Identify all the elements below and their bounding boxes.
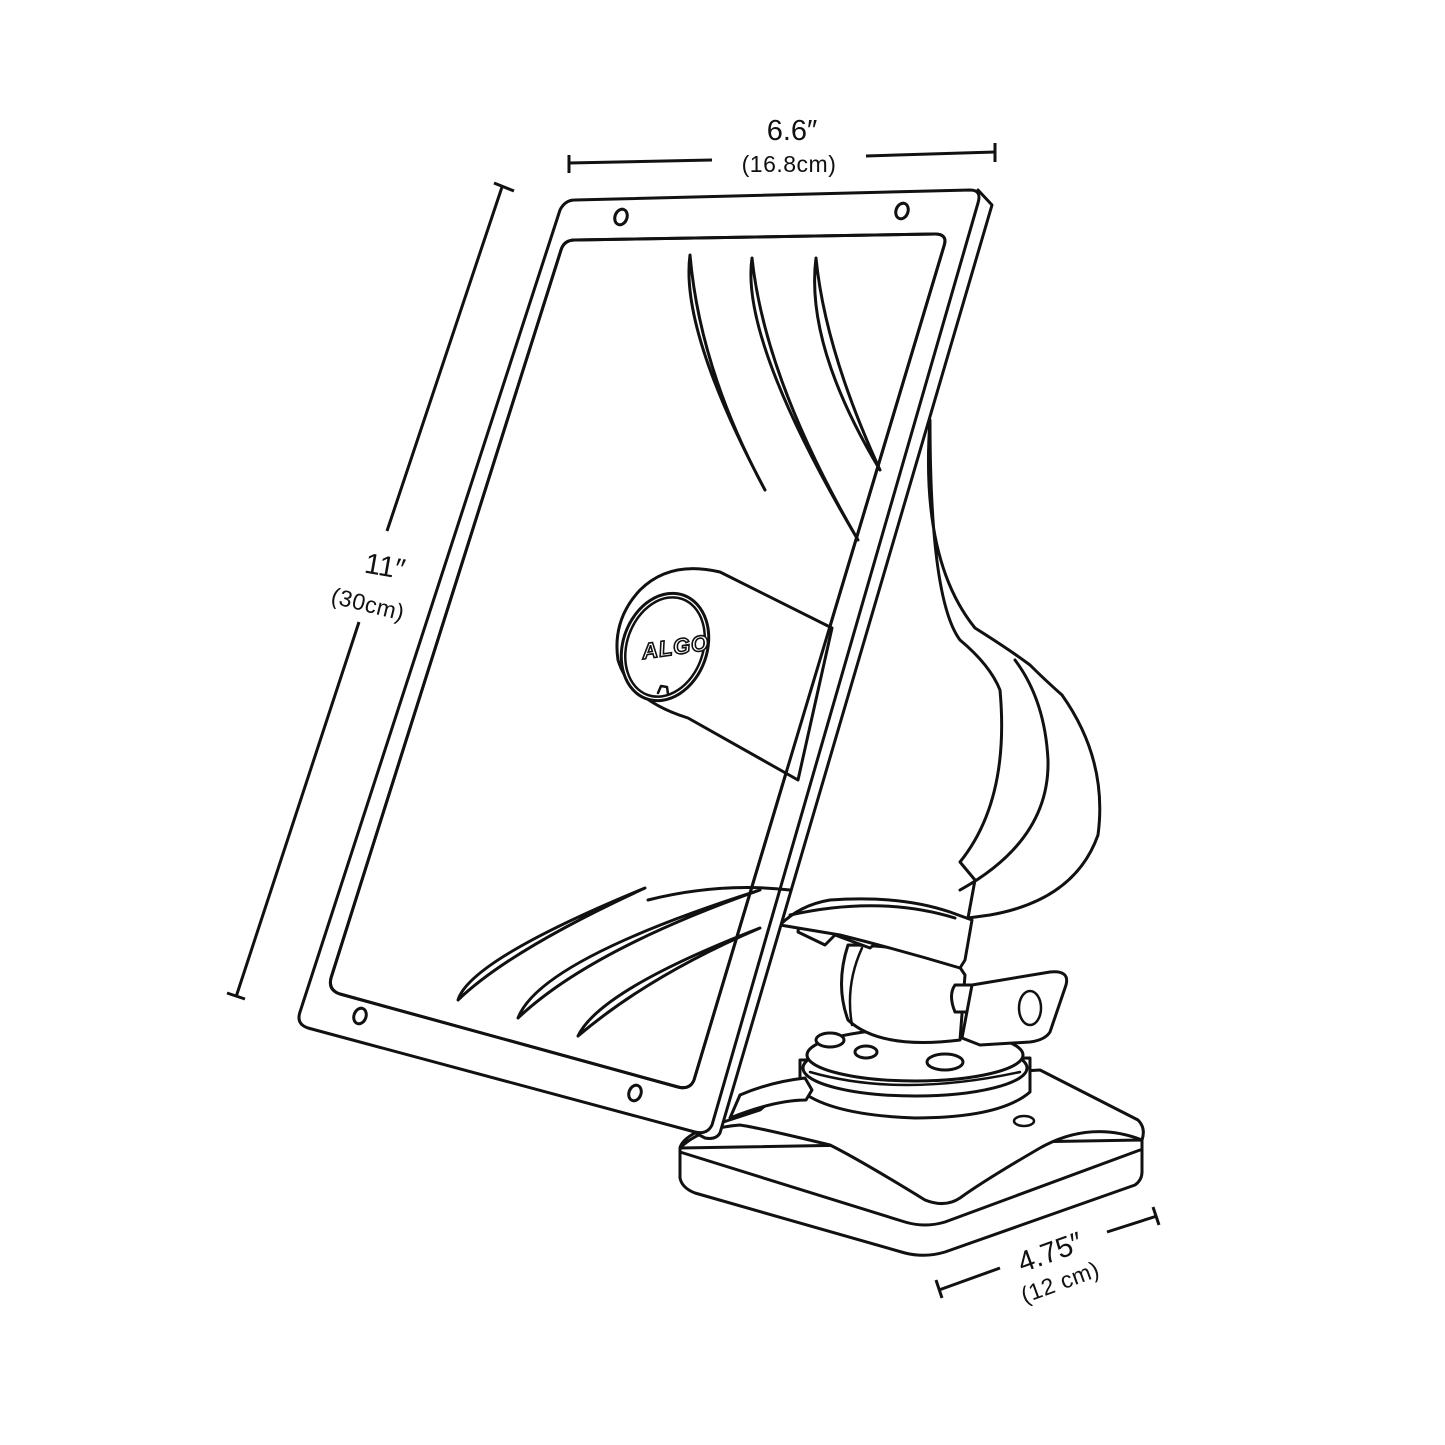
height-dim-metric: (30cm): [329, 582, 408, 625]
width-dim-line-left: [568, 158, 713, 165]
frame-mount-hole-bottom-right: [627, 1083, 643, 1103]
horn-interior: ALGO: [456, 253, 882, 1038]
turntable-groove: [808, 1070, 1022, 1087]
height-dim-tick-bottom: [226, 991, 246, 1001]
yoke-inner-curve: [848, 946, 864, 1027]
horn-sweep-lower: [646, 886, 792, 902]
horn-fin-top-3: [813, 256, 882, 472]
horn-rear-cap: [958, 658, 1050, 892]
lock-knob: [960, 970, 1069, 1047]
depth-dim-line-right: [1106, 1214, 1158, 1234]
height-dim-imperial: 11″: [362, 548, 407, 587]
horn-underside-edge: [788, 904, 957, 920]
width-dim-metric: (16.8cm): [742, 151, 837, 177]
depth-dim-tick-left: [934, 1279, 944, 1299]
dimension-width: 6.6″ (16.8cm): [567, 115, 997, 177]
depth-dim-line-left: [938, 1266, 1001, 1292]
frame-mount-hole-bottom-left: [352, 1006, 368, 1026]
turntable-bolt-1: [814, 1031, 846, 1049]
horn-rear-bell: [926, 418, 1102, 920]
driver-cap-ring: [619, 591, 711, 703]
height-dim-line-lower: [234, 621, 361, 998]
driver-cap-face: [624, 596, 706, 698]
frame-mount-hole-top-left: [613, 207, 629, 227]
height-dim-tick-top: [493, 181, 515, 193]
height-dim-line-upper: [385, 186, 504, 532]
lock-knob-hole: [1017, 989, 1043, 1027]
driver-cap-tab: [656, 684, 670, 696]
turntable-bolt-2: [853, 1044, 879, 1060]
horn-body: [778, 418, 1102, 970]
base-screw-hole: [1012, 1114, 1036, 1128]
horn-fin-top-2: [749, 256, 860, 542]
base-plate-bottom: [678, 1138, 1144, 1257]
cable: [728, 1076, 814, 1120]
horn-fin-bottom-3: [576, 926, 762, 1038]
turntable-bolt-3: [925, 1052, 965, 1072]
horn-fin-bottom-1: [456, 886, 647, 1002]
frame-opening-border: [328, 232, 947, 1090]
width-dim-line-right: [865, 150, 996, 158]
base-plate-top: [678, 1068, 1145, 1205]
depth-dim-tick-right: [1151, 1206, 1161, 1226]
frame-mount-hole-top-right: [894, 201, 910, 221]
mount-base: [678, 1068, 1145, 1257]
horn-fin-top-1: [687, 253, 767, 492]
horn-underside: [778, 897, 974, 970]
base-plate-lower-edge: [678, 1148, 1142, 1227]
width-dim-imperial: 6.6″: [767, 115, 818, 147]
horn-fin-bottom-2: [516, 888, 762, 1020]
